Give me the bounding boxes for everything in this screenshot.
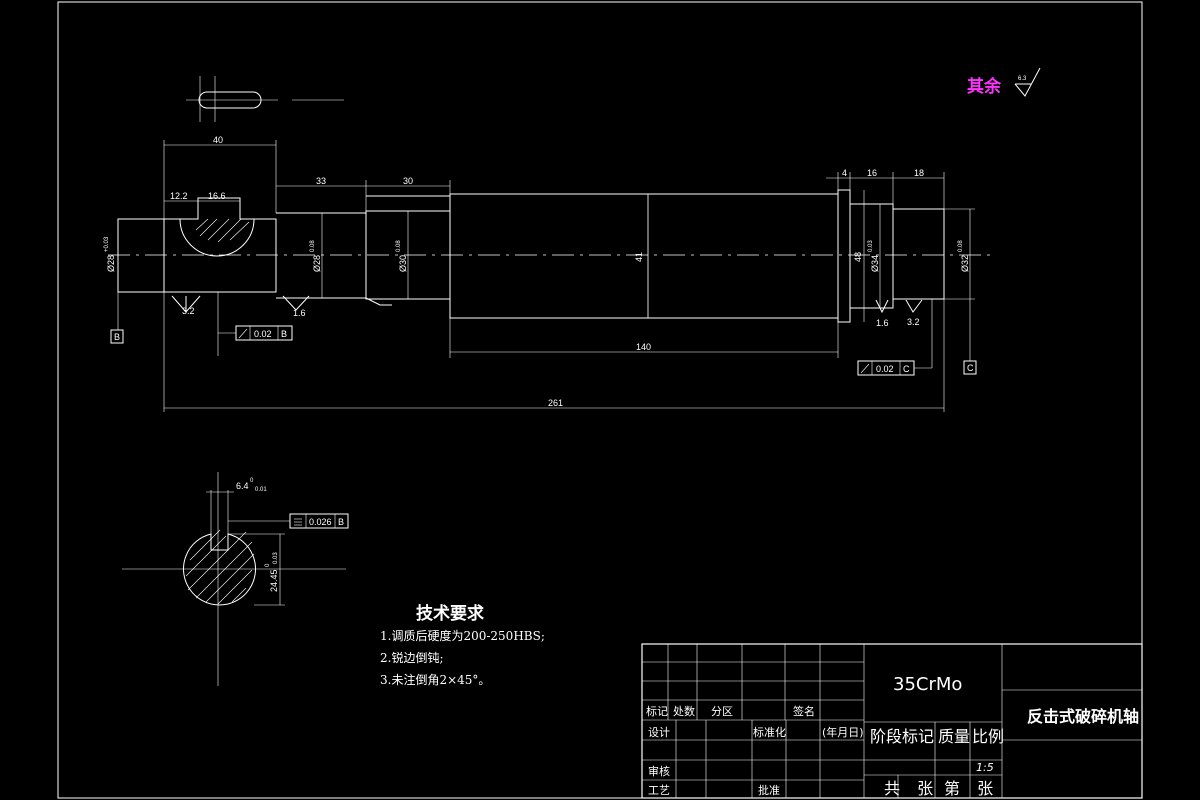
datum-b-label: B <box>114 332 120 342</box>
roughness-note-value: 6.3 <box>1018 76 1027 82</box>
tolerance-left-value: 0.02 <box>254 329 272 339</box>
roughness-symbol-icon <box>1014 67 1041 97</box>
dim-dia4: Ø34 <box>870 255 880 272</box>
dim-40: 40 <box>213 135 223 145</box>
dim-4: 4 <box>842 168 847 178</box>
tolerance-key-datum: B <box>338 517 344 527</box>
roughness-3-2-right: 3.2 <box>907 317 920 327</box>
dim-261: 261 <box>548 398 563 408</box>
tolerance-left-datum: B <box>281 329 287 339</box>
keyway-top-view <box>186 76 344 122</box>
title-date: (年月日) <box>822 725 864 739</box>
title-row-label-count: 处数 <box>673 705 695 718</box>
dim-dia2-tol: 0.08 <box>310 240 316 252</box>
dim-48: 48 <box>853 252 863 262</box>
tolerance-right-datum: C <box>903 364 910 374</box>
section-key-depth: 24.45 <box>269 569 279 592</box>
dim-41: 41 <box>634 252 644 262</box>
dim-dia5: Ø32 <box>960 255 970 272</box>
dim-dia1: Ø28 <box>106 255 116 272</box>
dim-18: 18 <box>914 168 924 178</box>
title-scale: 比例 <box>972 727 1004 746</box>
roughness-1-6-right: 1.6 <box>876 318 889 328</box>
tech-requirement-1: 1.调质后硬度为200-250HBS; <box>380 628 545 643</box>
section-key-depth-tol: 0.03 <box>273 552 279 564</box>
drawing-border <box>57 1 1143 799</box>
title-total-sheets: 共 张 <box>884 779 939 798</box>
section-key-width-top: 0 <box>250 478 254 484</box>
title-review: 审核 <box>648 764 670 778</box>
dim-dia3: Ø30 <box>398 255 408 272</box>
dim-33: 33 <box>316 176 326 186</box>
dim-12-2: 12.2 <box>170 191 188 201</box>
title-weight: 质量 <box>938 727 970 746</box>
dim-30: 30 <box>403 176 413 186</box>
dim-16-6: 16.6 <box>208 191 226 201</box>
tolerance-key-value: 0.026 <box>309 517 332 527</box>
roughness-marks <box>171 295 923 314</box>
tech-requirement-2: 2.锐边倒钝; <box>380 651 444 665</box>
shaft-main-view <box>108 189 990 323</box>
title-part-name: 反击式破碎机轴 <box>1027 707 1139 726</box>
tolerance-frame-left <box>217 292 293 356</box>
dim-140: 140 <box>636 342 651 352</box>
section-key-depth-top: 0 <box>265 563 271 567</box>
title-approve: 批准 <box>758 783 780 797</box>
dim-dia4-tol: 0.03 <box>868 240 874 252</box>
datum-b-box <box>110 329 124 344</box>
dim-dia3-tol: 0.08 <box>396 240 402 252</box>
dim-dia2: Ø28 <box>312 255 322 272</box>
tech-requirements-title: 技术要求 <box>416 603 484 624</box>
title-stage-mark: 阶段标记 <box>870 727 934 746</box>
title-row-label-mark: 标记 <box>646 704 668 718</box>
tech-requirement-3: 3.未注倒角2×45°。 <box>380 672 490 687</box>
title-row-label-zone: 分区 <box>711 705 733 718</box>
title-row-label-sign: 签名 <box>793 704 815 718</box>
dimension-lines <box>117 140 971 412</box>
section-key-width: 6.4 <box>236 481 249 491</box>
title-process: 工艺 <box>648 784 670 797</box>
dim-dia5-tol: 0.08 <box>958 240 964 252</box>
tolerance-right-value: 0.02 <box>876 364 894 374</box>
title-design: 设计 <box>648 726 670 739</box>
roughness-3-2-left: 3.2 <box>182 306 195 316</box>
roughness-1-6-left: 1.6 <box>293 308 306 318</box>
roughness-note-label: 其余 <box>967 76 1002 97</box>
section-key-width-tol: 0.01 <box>255 487 267 493</box>
tolerance-frame-right <box>857 299 933 376</box>
title-material: 35CrMo <box>893 674 962 695</box>
title-standardization: 标准化 <box>753 725 786 739</box>
dim-16: 16 <box>867 168 877 178</box>
datum-c-label: C <box>967 363 974 373</box>
title-sheet-no: 第 张 <box>944 779 999 798</box>
dim-dia1-tol: +0.03 <box>104 236 110 252</box>
title-scale-value: 1:5 <box>976 761 994 774</box>
keyway-section-view <box>122 472 349 686</box>
datum-c-box <box>963 360 977 375</box>
title-block <box>641 643 1143 799</box>
